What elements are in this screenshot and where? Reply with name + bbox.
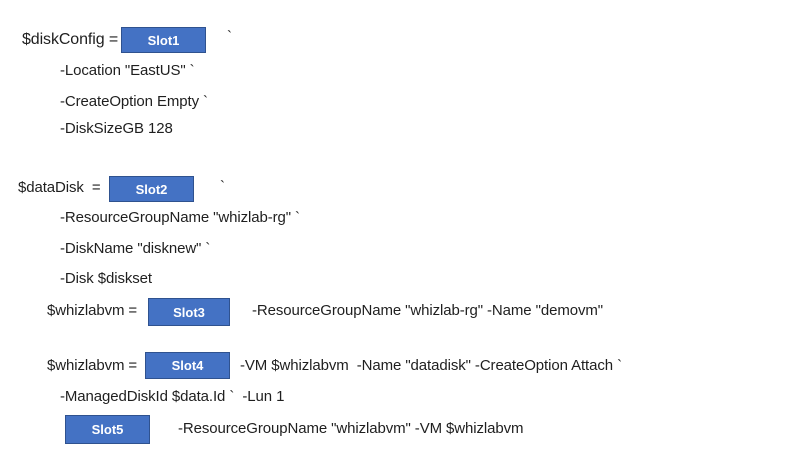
diskconfig-param-location: -Location "EastUS" ` [60,62,195,79]
slot2-dropzone[interactable]: Slot2 [109,176,194,202]
slot4-dropzone[interactable]: Slot4 [145,352,230,379]
datadisk-assignment: $dataDisk = [18,179,101,196]
update-vm-args: -ResourceGroupName "whizlabvm" -VM $whiz… [178,420,524,437]
slot3-dropzone[interactable]: Slot3 [148,298,230,326]
diskconfig-param-createoption: -CreateOption Empty ` [60,93,208,110]
slot1-dropzone[interactable]: Slot1 [121,27,206,53]
datadisk-param-resourcegroup: -ResourceGroupName "whizlab-rg" ` [60,209,300,226]
whizlabvm-get-assignment: $whizlabvm = [47,302,138,319]
whizlabvm-add-continuation-line: -ManagedDiskId $data.Id ` -Lun 1 [60,388,285,405]
datadisk-param-diskname: -DiskName "disknew" ` [60,240,211,257]
whizlabvm-add-assignment: $whizlabvm = [47,357,138,374]
datadisk-param-disk: -Disk $diskset [60,270,152,287]
whizlabvm-add-args: -VM $whizlabvm -Name "datadisk" -CreateO… [240,357,622,374]
diskconfig-assignment: $diskConfig = [22,31,119,48]
whizlabvm-get-args: -ResourceGroupName "whizlab-rg" -Name "d… [252,302,603,319]
diskconfig-param-disksize: -DiskSizeGB 128 [60,120,173,137]
slot5-dropzone[interactable]: Slot5 [65,415,150,444]
slot1-continuation-tick: ` [227,28,232,45]
slot2-continuation-tick: ` [220,178,225,195]
